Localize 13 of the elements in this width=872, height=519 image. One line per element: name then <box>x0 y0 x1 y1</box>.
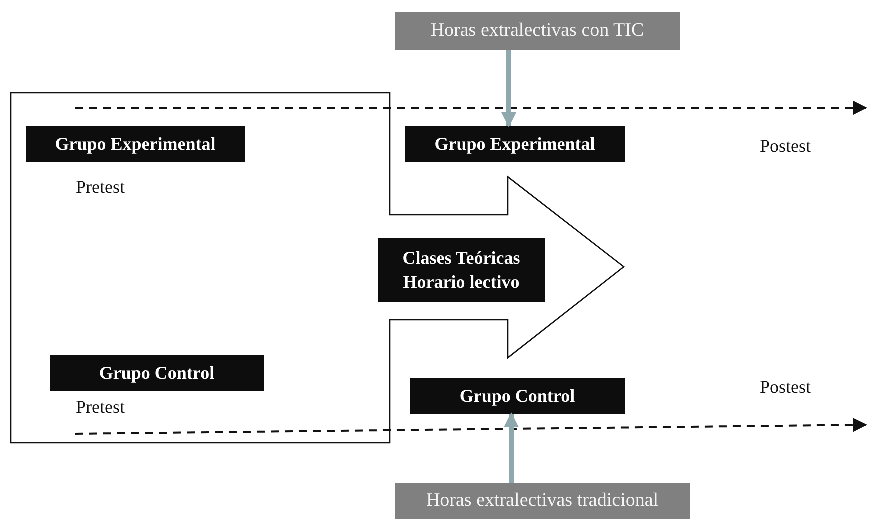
phase-label: Pretest <box>76 177 125 198</box>
arrow <box>504 412 519 483</box>
group-box: Grupo Experimental <box>26 126 245 162</box>
phase-label: Postest <box>760 136 812 157</box>
phase-label: Pretest <box>76 397 125 418</box>
label-box: Clases Teóricas Horario lectivo <box>378 238 545 302</box>
group-box: Grupo Control <box>410 378 625 414</box>
group-box: Grupo Experimental <box>405 126 625 162</box>
group-box: Grupo Control <box>50 355 264 391</box>
note-box: Horas extralectivas tradicional <box>395 483 690 519</box>
note-box: Horas extralectivas con TIC <box>395 12 680 50</box>
arrow <box>502 50 516 128</box>
phase-label: Postest <box>760 377 812 398</box>
